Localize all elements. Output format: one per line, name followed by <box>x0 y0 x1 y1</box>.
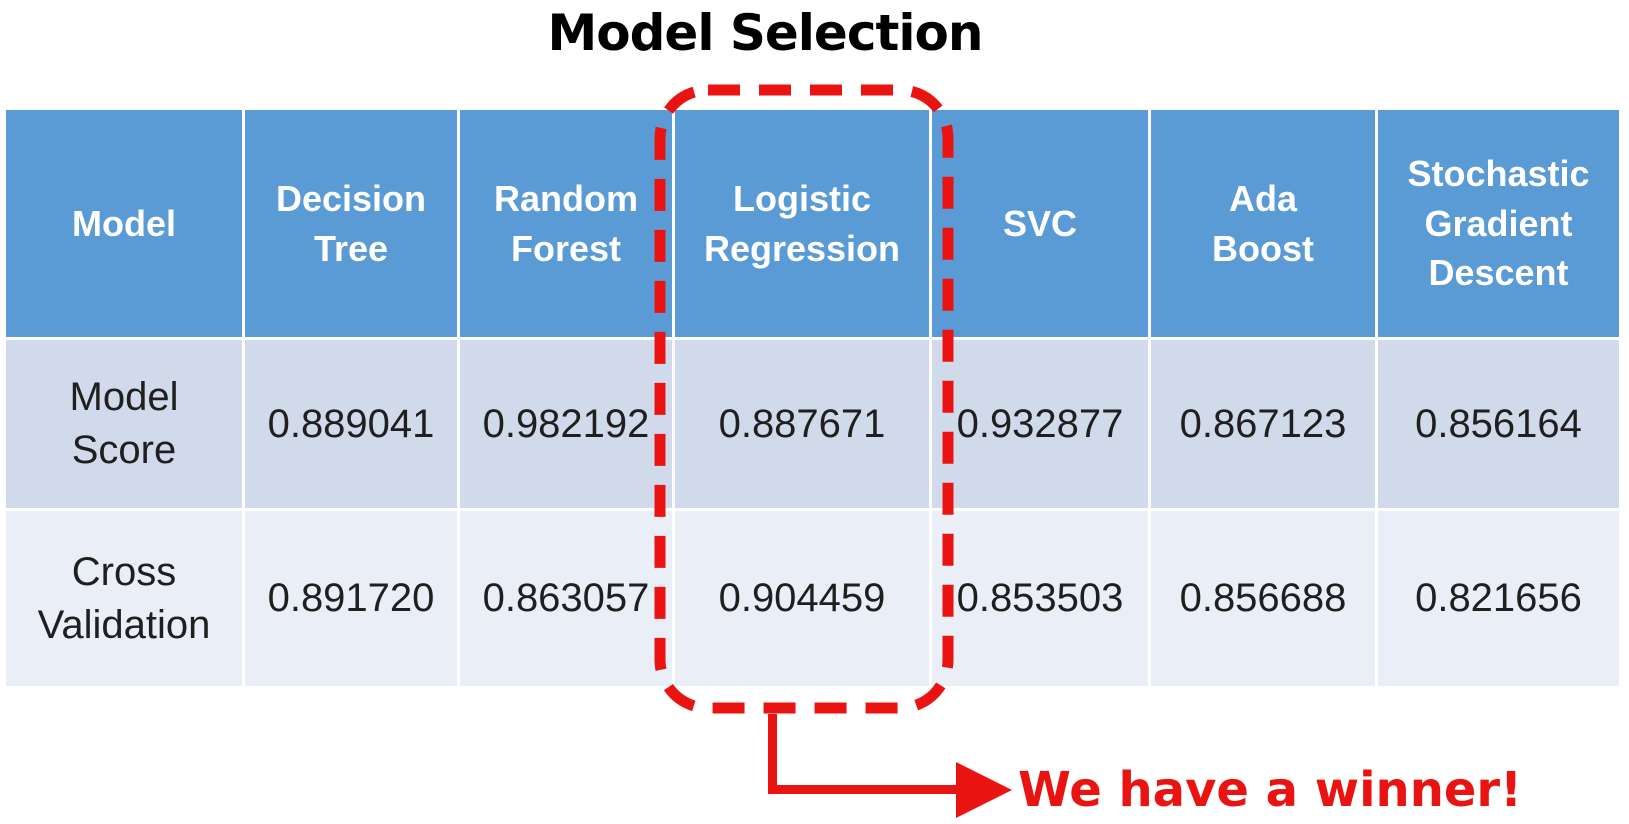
header-cell-random-forest: Random Forest <box>460 110 672 337</box>
cell-cross-validation-decision-tree: 0.891720 <box>245 511 457 686</box>
cell-cross-validation-svc: 0.853503 <box>932 511 1148 686</box>
cell-model-score-decision-tree: 0.889041 <box>245 340 457 508</box>
winner-label: We have a winner! <box>1018 762 1522 818</box>
row-label-model-score: Model Score <box>6 340 242 508</box>
cell-cross-validation-random-forest: 0.863057 <box>460 511 672 686</box>
cell-model-score-random-forest: 0.982192 <box>460 340 672 508</box>
winner-arrow-vertical-line <box>768 714 777 794</box>
header-cell-decision-tree: Decision Tree <box>245 110 457 337</box>
cell-cross-validation-ada-boost: 0.856688 <box>1151 511 1375 686</box>
header-cell-ada-boost: Ada Boost <box>1151 110 1375 337</box>
header-cell-model: Model <box>6 110 242 337</box>
arrow-head-icon <box>956 762 1012 818</box>
cell-cross-validation-stochastic-gradient-descent: 0.821656 <box>1378 511 1619 686</box>
row-label-cross-validation: Cross Validation <box>6 511 242 686</box>
cell-model-score-logistic-regression: 0.887671 <box>675 340 929 508</box>
model-selection-table: Model Decision Tree Random Forest Logist… <box>6 110 1619 686</box>
header-cell-stochastic-gradient-descent: Stochastic Gradient Descent <box>1378 110 1619 337</box>
header-cell-logistic-regression: Logistic Regression <box>675 110 929 337</box>
cell-cross-validation-logistic-regression: 0.904459 <box>675 511 929 686</box>
header-cell-svc: SVC <box>932 110 1148 337</box>
cell-model-score-stochastic-gradient-descent: 0.856164 <box>1378 340 1619 508</box>
cell-model-score-svc: 0.932877 <box>932 340 1148 508</box>
winner-arrow-horizontal-line <box>768 785 958 794</box>
cell-model-score-ada-boost: 0.867123 <box>1151 340 1375 508</box>
page-title: Model Selection <box>547 4 984 62</box>
